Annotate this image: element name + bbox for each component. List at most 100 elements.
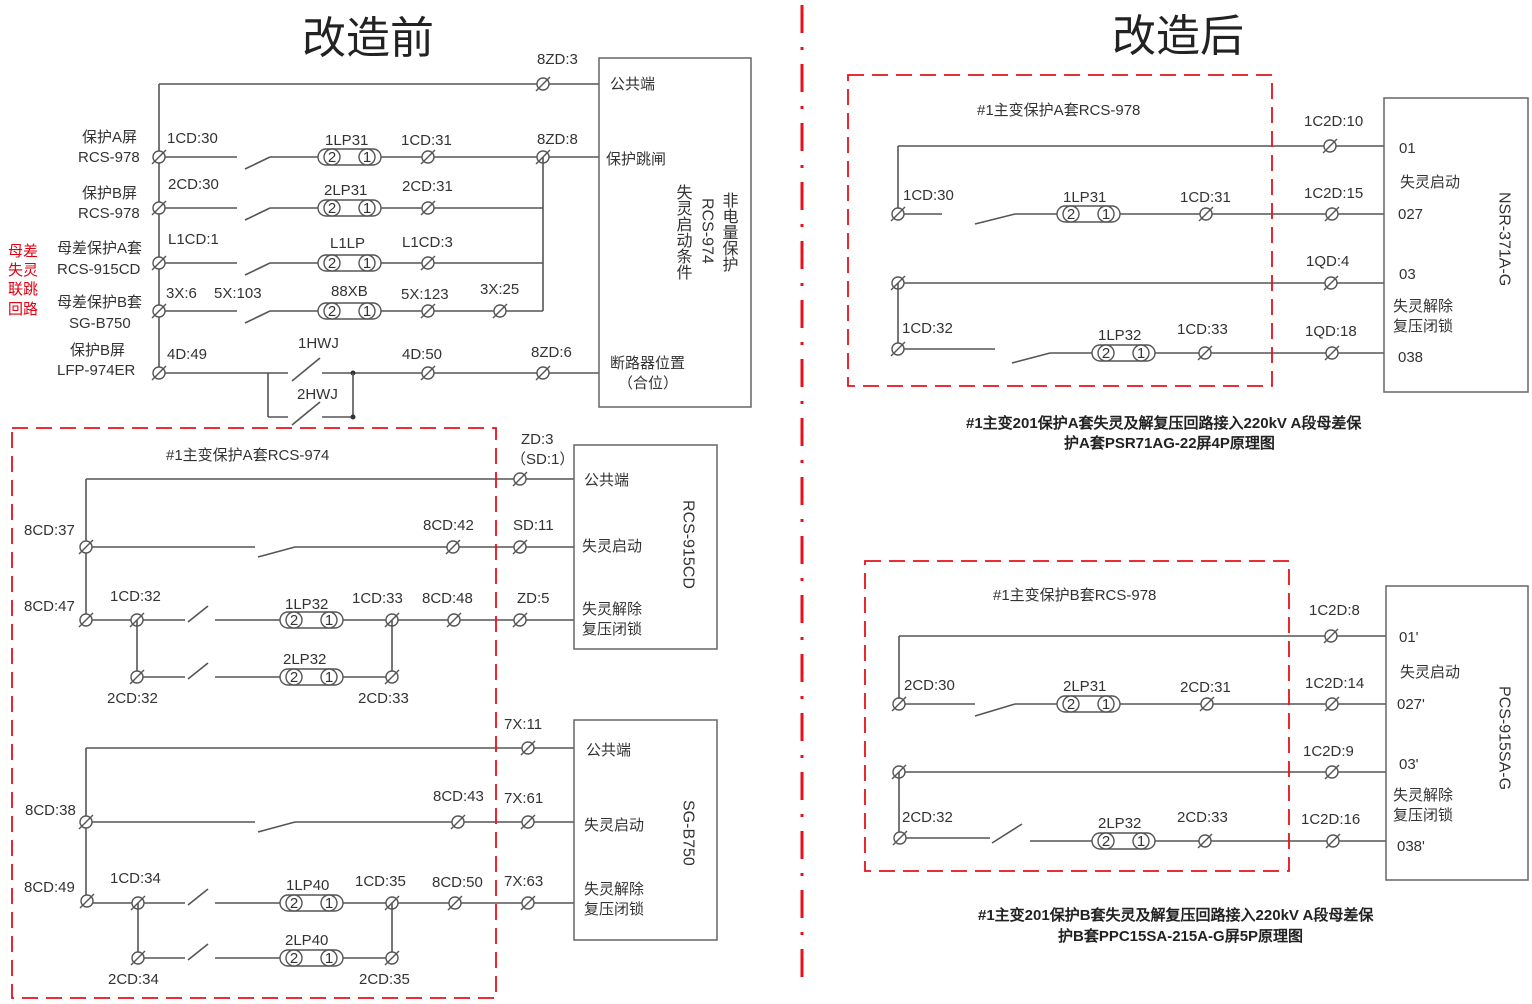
wire — [257, 546, 296, 558]
protection-b-region — [864, 560, 1290, 872]
label: 88XB — [331, 283, 368, 300]
label: 2CD:31 — [402, 178, 453, 195]
pill-circle — [320, 668, 338, 686]
terminal-slash — [450, 814, 466, 830]
terminal-slash — [520, 814, 536, 830]
label: 失灵启动 — [1400, 174, 1460, 191]
label: 2CD:33 — [358, 690, 409, 707]
pill-number: 2 — [1067, 206, 1075, 223]
label: 1CD:33 — [1177, 321, 1228, 338]
pill-circle — [1132, 832, 1150, 850]
pill-circle — [285, 894, 303, 912]
label: 027' — [1397, 696, 1425, 713]
device-name: RCS-915CD — [680, 500, 697, 589]
label: 母差保护B套 — [57, 294, 142, 311]
pill-number: 2 — [1102, 345, 1110, 362]
red-label: 联跳 — [8, 281, 38, 298]
label: 2CD:35 — [359, 971, 410, 988]
label: 01 — [1399, 140, 1416, 157]
pill-number: 1 — [363, 303, 371, 320]
terminal-slash — [1323, 628, 1339, 644]
label: 1C2D:10 — [1304, 113, 1363, 130]
terminal-slash — [447, 895, 463, 911]
vertical-label: RCS-974 — [699, 198, 716, 264]
red-label: 回路 — [8, 301, 38, 318]
pill-circle — [1097, 344, 1115, 362]
label: 2CD:31 — [1180, 679, 1231, 696]
wire — [244, 262, 271, 276]
label: 2CD:33 — [1177, 809, 1228, 826]
terminal-slash — [151, 365, 167, 381]
wire — [291, 401, 321, 426]
terminal-slash — [384, 950, 400, 966]
label: 2LP32 — [1098, 815, 1141, 832]
pill-circle — [1097, 205, 1115, 223]
label: 8CD:47 — [24, 598, 75, 615]
terminal-slash — [151, 303, 167, 319]
before-section-sgb750: 7X:11 公共端 8CD:38 8CD:43 7X:61 失灵启动 8CD:4… — [24, 716, 697, 988]
pill-number: 1 — [1102, 696, 1110, 713]
label: 公共端 — [610, 76, 655, 93]
pill-number: 2 — [290, 950, 298, 967]
after-protection-b: #1主变保护B套RCS-978 1C2D:8 01' 失灵启动 2CD:30 2… — [902, 587, 1513, 945]
protection-a-region — [847, 74, 1273, 387]
label: 8CD:37 — [24, 522, 75, 539]
pill-circle — [285, 949, 303, 967]
label: 失灵启动 — [1400, 664, 1460, 681]
label: SD:11 — [513, 517, 554, 534]
terminal-slash — [78, 612, 94, 628]
terminal-slash — [535, 365, 551, 381]
label: 失灵解除 — [1393, 787, 1453, 804]
caption: #1主变201保护A套失灵及解复压回路接入220kV A段母差保 — [966, 414, 1362, 432]
terminal-slash — [1324, 764, 1340, 780]
wire — [187, 662, 209, 680]
pill-number: 1 — [363, 149, 371, 166]
terminal-slash — [420, 255, 436, 271]
label: 1CD:33 — [352, 590, 403, 607]
label: 公共端 — [584, 472, 629, 489]
label: 1C2D:16 — [1301, 811, 1360, 828]
wire — [257, 821, 296, 833]
label: 038' — [1397, 838, 1425, 855]
terminal-slash — [384, 669, 400, 685]
pill-number: 2 — [1102, 833, 1110, 850]
label: 03' — [1399, 756, 1419, 773]
pill-circle — [1062, 695, 1080, 713]
label: （合位） — [618, 375, 678, 392]
terminal-slash — [445, 539, 461, 555]
terminal-slash — [130, 950, 146, 966]
label: 1CD:31 — [401, 132, 452, 149]
pill-number: 1 — [1137, 833, 1145, 850]
label: （SD:1） — [511, 451, 574, 468]
junction-dot — [350, 414, 356, 420]
label: 8CD:50 — [432, 874, 483, 891]
pill-number: 1 — [363, 200, 371, 217]
label: 1LP40 — [286, 877, 329, 894]
label: 2LP40 — [285, 932, 328, 949]
label: 1CD:32 — [902, 320, 953, 337]
pill-circle — [285, 668, 303, 686]
section-title: #1主变保护A套RCS-978 — [977, 102, 1140, 119]
label: 复压闭锁 — [584, 900, 644, 918]
pill-number: 1 — [1102, 206, 1110, 223]
sgb750-device-box — [573, 719, 718, 941]
label: 保护B屏 — [70, 342, 125, 359]
label: 1C2D:14 — [1305, 675, 1364, 692]
wire — [974, 213, 1016, 225]
label: 4D:50 — [402, 346, 442, 363]
label: 3X:6 — [166, 285, 197, 302]
wire — [244, 310, 271, 324]
pill-number: 2 — [1067, 696, 1075, 713]
label: 8CD:49 — [24, 879, 75, 896]
wire — [244, 156, 271, 170]
title-before: 改造前 — [302, 14, 434, 63]
title-after: 改造后 — [1112, 12, 1244, 61]
pill-circle — [358, 148, 376, 166]
label: 1LP32 — [1098, 327, 1141, 344]
label: 2LP32 — [283, 651, 326, 668]
label: 2CD:34 — [108, 971, 159, 988]
terminal-slash — [79, 893, 95, 909]
label: RCS-978 — [78, 149, 140, 166]
label: 公共端 — [586, 742, 631, 759]
